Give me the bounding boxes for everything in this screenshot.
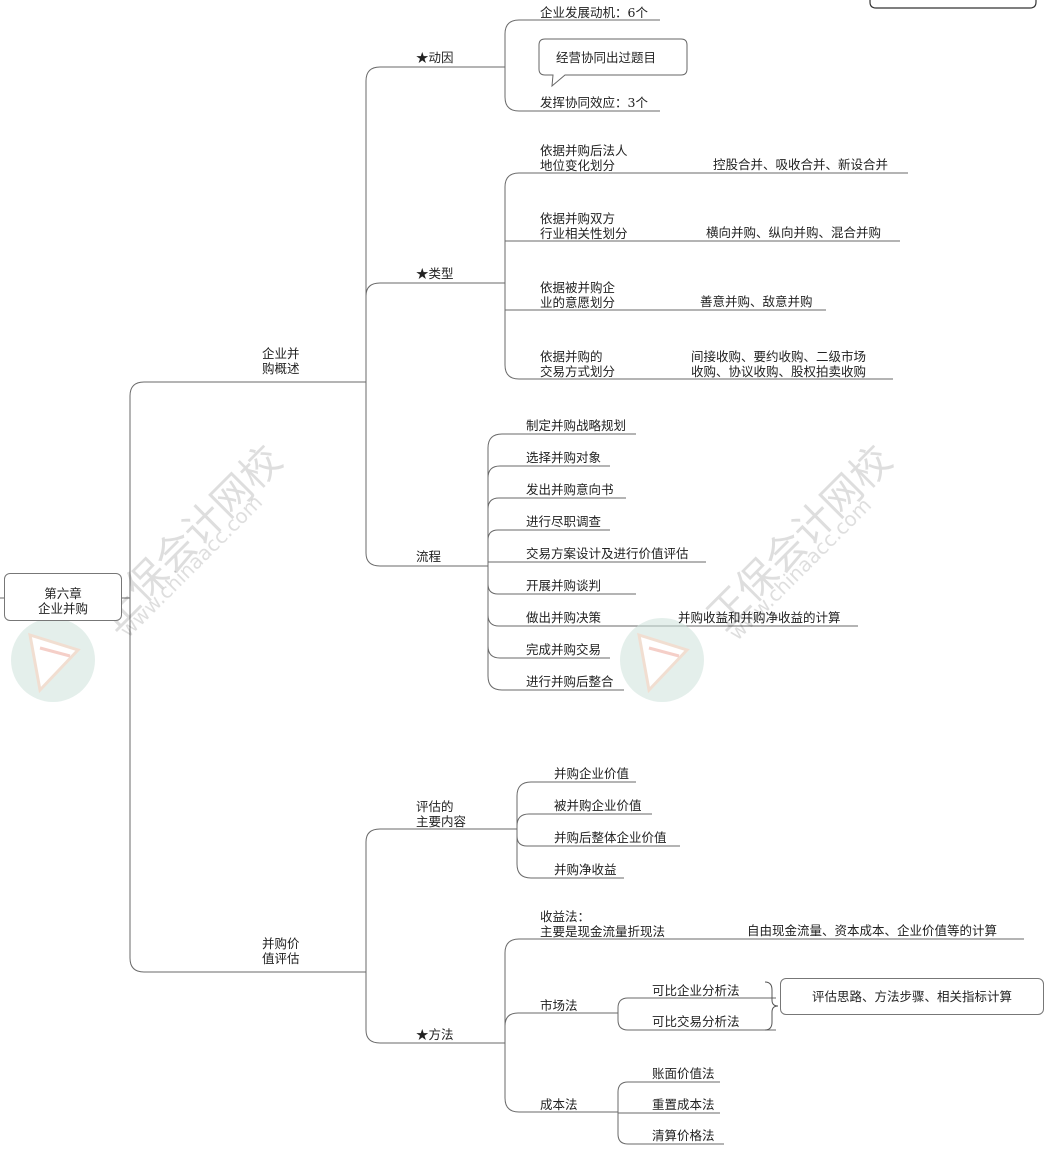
process-decision-note: 并购收益和并购净收益的计算	[678, 610, 841, 625]
motive-node: ★动因	[416, 50, 454, 65]
market-item: 可比交易分析法	[652, 1014, 740, 1029]
watermark-logo-left	[11, 618, 95, 702]
cost-method: 成本法	[540, 1097, 578, 1112]
type-detail: 善意并购、敌意并购	[700, 294, 813, 309]
root-node: 第六章 企业并购	[4, 573, 122, 621]
income-detail: 自由现金流量、资本成本、企业价值等的计算	[747, 923, 998, 938]
process-step: 完成并购交易	[526, 642, 602, 657]
content-item: 并购后整体企业价值	[554, 830, 667, 845]
process-step: 做出并购决策	[526, 610, 602, 625]
branch-overview: 企业并 购概述	[262, 346, 300, 376]
process-step: 进行并购后整合	[526, 674, 614, 689]
cost-item: 清算价格法	[652, 1128, 715, 1143]
income-method: 收益法： 主要是现金流量折现法	[540, 909, 666, 939]
cost-item: 重置成本法	[652, 1097, 715, 1112]
market-method: 市场法	[540, 998, 578, 1013]
content-node: 评估的 主要内容	[416, 799, 467, 829]
market-item: 可比企业分析法	[652, 983, 740, 998]
type-detail: 横向并购、纵向并购、混合并购	[706, 225, 882, 240]
process-step: 开展并购谈判	[526, 578, 602, 593]
content-item: 并购企业价值	[554, 766, 630, 781]
process-step: 交易方案设计及进行价值评估	[526, 546, 689, 561]
motive-item: 企业发展动机：6个	[540, 5, 648, 20]
market-note-box: 评估思路、方法步骤、相关指标计算	[780, 978, 1044, 1015]
branch-valuation: 并购价 值评估	[262, 936, 300, 966]
type-criterion: 依据并购后法人 地位变化划分	[540, 143, 628, 173]
type-detail: 间接收购、要约收购、二级市场 收购、协议收购、股权拍卖收购	[691, 349, 867, 379]
process-step: 制定并购战略规划	[526, 418, 627, 433]
process-step: 选择并购对象	[526, 450, 602, 465]
types-node: ★类型	[416, 266, 454, 281]
motive-callout: 经营协同出过题目	[556, 50, 657, 65]
motive-item: 发挥协同效应：3个	[540, 95, 648, 110]
type-criterion: 依据并购的 交易方式划分	[540, 349, 616, 379]
process-step: 发出并购意向书	[526, 482, 614, 497]
process-node: 流程	[416, 549, 442, 564]
type-detail: 控股合并、吸收合并、新设合并	[713, 157, 889, 172]
cost-item: 账面价值法	[652, 1066, 715, 1081]
type-criterion: 依据被并购企 业的意愿划分	[540, 280, 616, 310]
content-item: 并购净收益	[554, 862, 617, 877]
process-step: 进行尽职调查	[526, 514, 602, 529]
watermark-logo-right	[620, 618, 704, 702]
methods-node: ★方法	[416, 1027, 454, 1042]
content-item: 被并购企业价值	[554, 798, 642, 813]
type-criterion: 依据并购双方 行业相关性划分	[540, 211, 628, 241]
